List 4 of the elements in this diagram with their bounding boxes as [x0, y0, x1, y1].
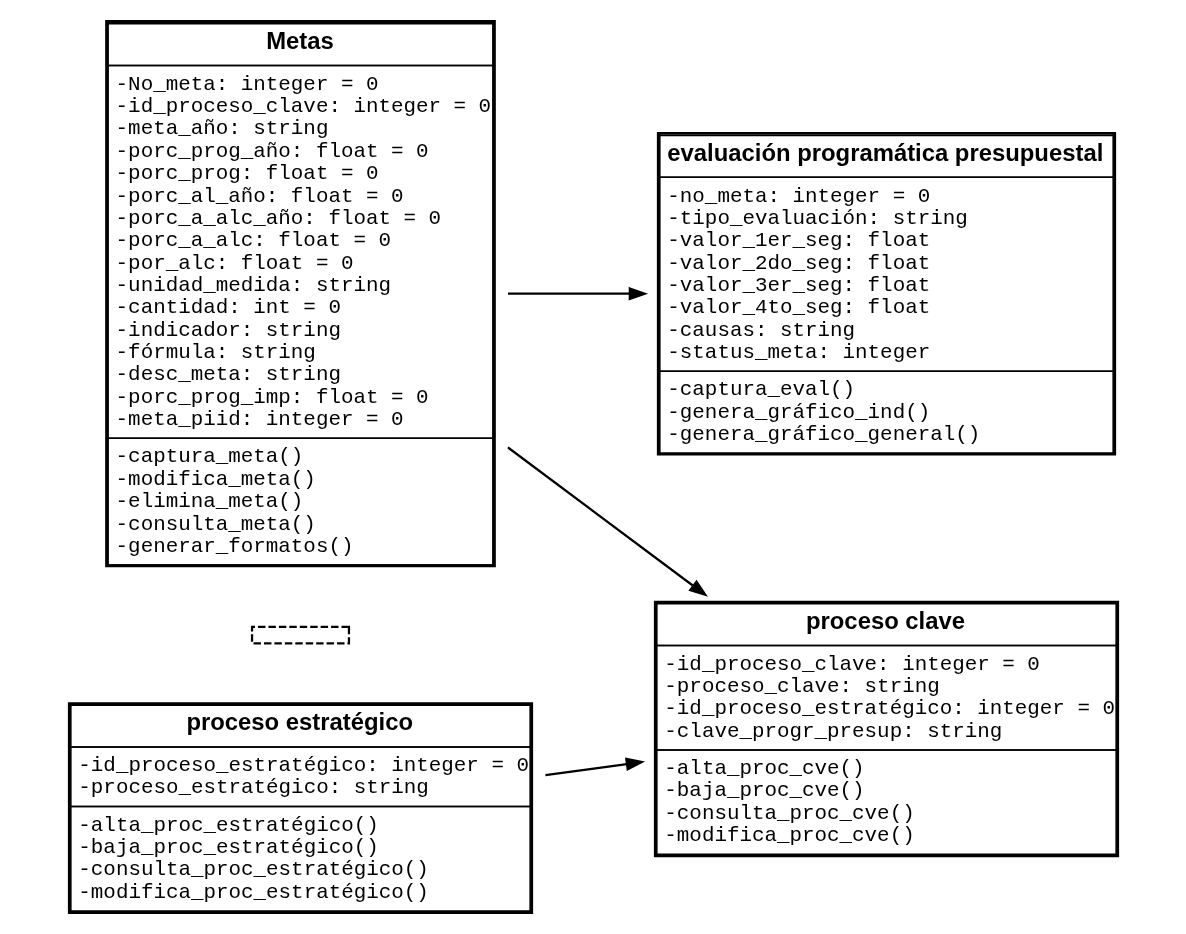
arrow: [506, 446, 708, 597]
arrow: [507, 286, 648, 301]
node-box: [250, 625, 350, 645]
arrow: [544, 757, 645, 777]
